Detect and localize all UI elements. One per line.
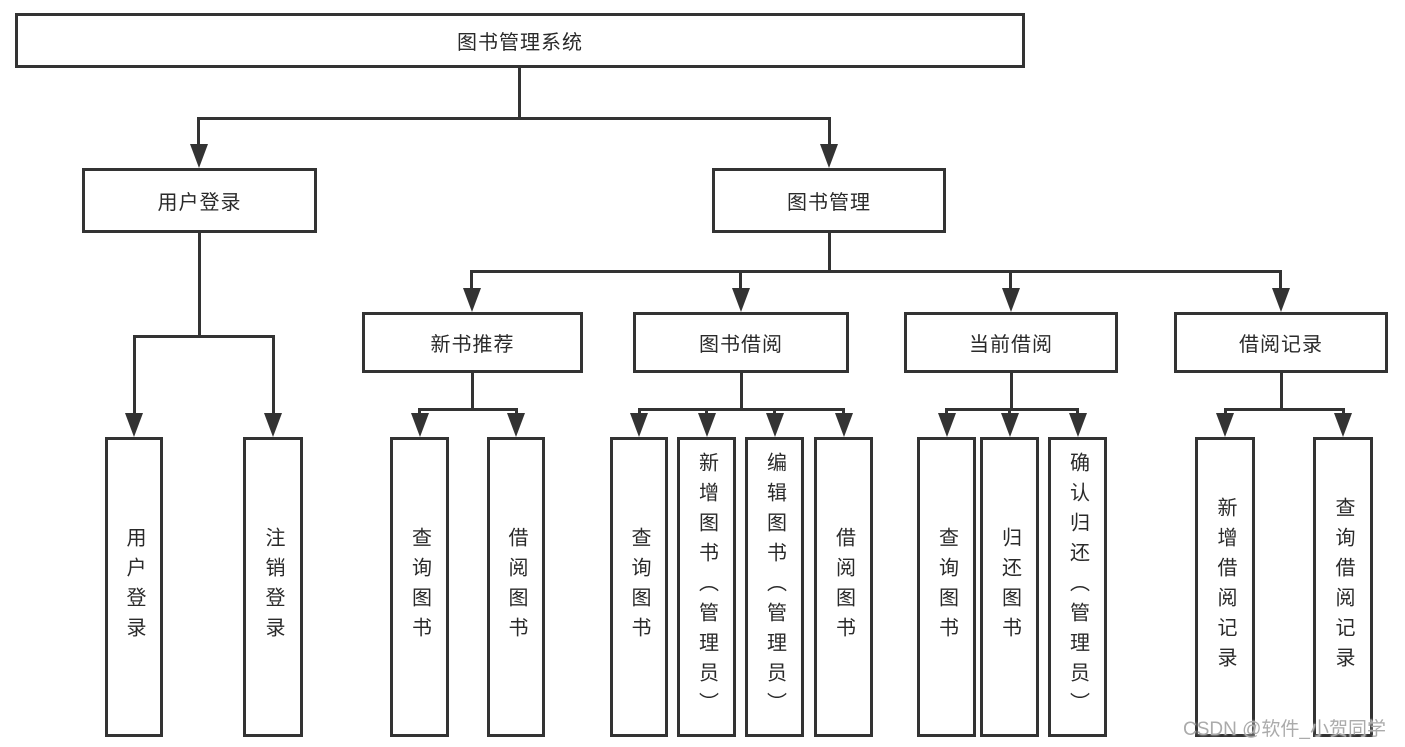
node-label: 编辑图书（管理员） (763, 452, 786, 722)
connector-line (1224, 408, 1227, 416)
connector-line (515, 408, 518, 416)
connector-line (638, 408, 845, 411)
leaf-confirm-return-admin: 确认归还（管理员） (1048, 437, 1107, 737)
arrow-down-icon (1334, 413, 1352, 437)
connector-line (945, 408, 948, 416)
connector-line (418, 408, 518, 411)
arrow-down-icon (1001, 413, 1019, 437)
arrow-down-icon (766, 413, 784, 437)
leaf-edit-books-admin: 编辑图书（管理员） (745, 437, 804, 737)
connector-line (1009, 270, 1012, 288)
node-label: 图书借阅 (699, 334, 783, 356)
arrow-down-icon (1069, 413, 1087, 437)
arrow-down-icon (732, 288, 750, 312)
arrow-down-icon (411, 413, 429, 437)
node-book-borrowing: 图书借阅 (633, 312, 849, 373)
node-label: 用户登录 (157, 192, 242, 214)
node-label: 归还图书 (998, 527, 1021, 647)
connector-line (1342, 408, 1345, 416)
leaf-borrow-books: 借阅图书 (814, 437, 873, 737)
node-label: 借阅图书 (832, 527, 855, 647)
leaf-add-books-admin: 新增图书（管理员） (677, 437, 736, 737)
connector-line (828, 233, 831, 270)
leaf-query-books-current: 查询图书 (917, 437, 976, 737)
arrow-down-icon (820, 144, 838, 168)
connector-line (1279, 270, 1282, 288)
node-book-management: 图书管理 (712, 168, 946, 233)
connector-line (272, 335, 275, 414)
connector-line (133, 335, 275, 338)
node-current-borrowing: 当前借阅 (904, 312, 1118, 373)
node-user-login: 用户登录 (82, 168, 317, 233)
connector-line (1280, 373, 1283, 408)
leaf-return-books: 归还图书 (980, 437, 1039, 737)
connector-line (1076, 408, 1079, 416)
connector-line (705, 408, 708, 416)
arrow-down-icon (835, 413, 853, 437)
connector-line (470, 270, 1282, 273)
leaf-user-login: 用户登录 (105, 437, 163, 737)
connector-line (1224, 408, 1345, 411)
arrow-down-icon (1272, 288, 1290, 312)
connector-line (842, 408, 845, 416)
arrow-down-icon (1002, 288, 1020, 312)
connector-line (773, 408, 776, 416)
connector-line (828, 117, 831, 146)
connector-line (418, 408, 421, 416)
node-label: 查询图书 (408, 527, 431, 647)
node-label: 用户登录 (123, 527, 145, 647)
node-label: 新增借阅记录 (1214, 497, 1236, 677)
node-label: 图书管理系统 (457, 32, 583, 54)
connector-line (197, 117, 200, 146)
connector-line (133, 335, 136, 414)
node-library-system: 图书管理系统 (15, 13, 1025, 68)
node-label: 图书管理 (787, 192, 871, 214)
arrow-down-icon (938, 413, 956, 437)
watermark: CSDN @软件_小贺同学 (1183, 719, 1386, 740)
node-label: 新增图书（管理员） (695, 452, 718, 722)
connector-line (1008, 408, 1011, 416)
leaf-borrow-books-recommend: 借阅图书 (487, 437, 545, 737)
arrow-down-icon (507, 413, 525, 437)
leaf-query-borrow-record: 查询借阅记录 (1313, 437, 1373, 737)
leaf-add-borrow-record: 新增借阅记录 (1195, 437, 1255, 737)
connector-line (740, 373, 743, 408)
leaf-logout: 注销登录 (243, 437, 303, 737)
node-label: 注销登录 (262, 527, 284, 647)
arrow-down-icon (630, 413, 648, 437)
arrow-down-icon (463, 288, 481, 312)
connector-line (518, 68, 521, 119)
connector-line (638, 408, 641, 416)
node-label: 查询图书 (628, 527, 650, 647)
arrow-down-icon (1216, 413, 1234, 437)
node-label: 查询借阅记录 (1332, 497, 1354, 677)
node-label: 查询图书 (935, 527, 958, 647)
arrow-down-icon (698, 413, 716, 437)
arrow-down-icon (125, 413, 143, 437)
node-label: 借阅记录 (1239, 334, 1323, 356)
node-borrowing-records: 借阅记录 (1174, 312, 1388, 373)
node-label: 新书推荐 (430, 334, 515, 356)
connector-line (1010, 373, 1013, 408)
node-label: 当前借阅 (969, 334, 1053, 356)
node-label: 确认归还（管理员） (1066, 452, 1089, 722)
connector-line (945, 408, 1079, 411)
node-label: 借阅图书 (505, 527, 527, 647)
connector-line (739, 270, 742, 288)
arrow-down-icon (264, 413, 282, 437)
node-new-book-recommend: 新书推荐 (362, 312, 583, 373)
connector-line (197, 117, 831, 120)
connector-line (470, 270, 473, 288)
connector-line (198, 233, 201, 335)
arrow-down-icon (190, 144, 208, 168)
leaf-query-books-borrowing: 查询图书 (610, 437, 668, 737)
connector-line (471, 373, 474, 408)
leaf-query-books-recommend: 查询图书 (390, 437, 449, 737)
